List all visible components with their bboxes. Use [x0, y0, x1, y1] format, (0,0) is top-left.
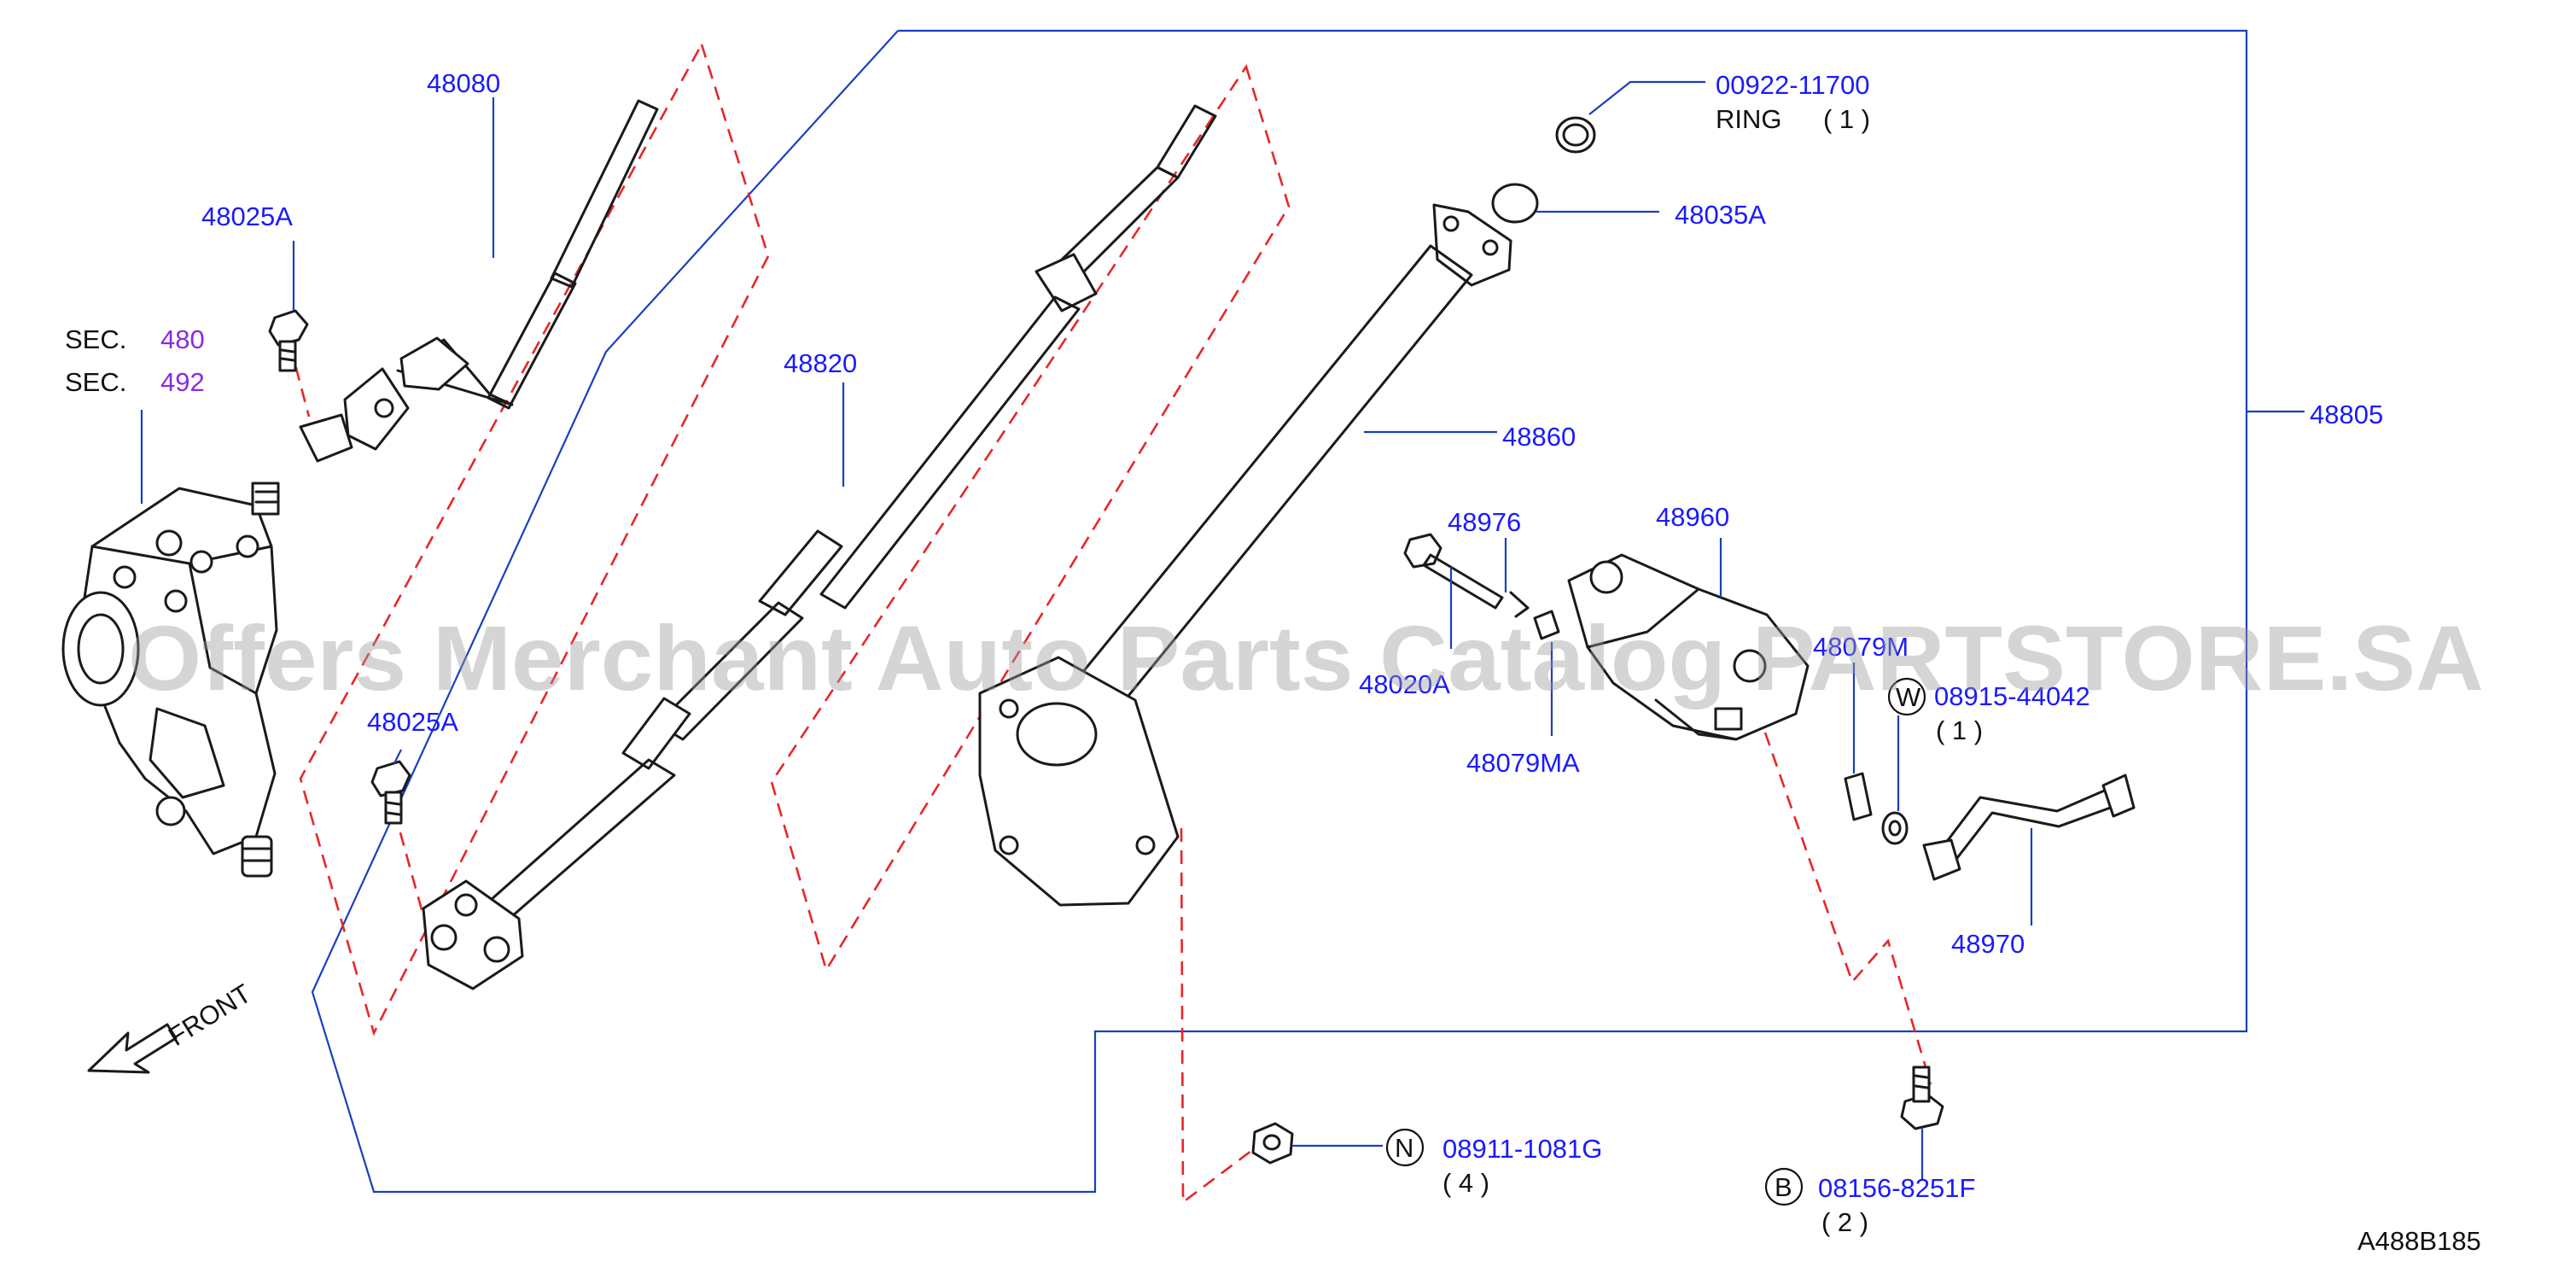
part-label-08911-1081G[interactable]: 08911-1081G — [1442, 1134, 1602, 1164]
assembly-boundary-48805 — [311, 29, 2248, 1194]
dashed-group-intermediate-shaft — [299, 41, 770, 1036]
dashed-line-mount-bolt — [1180, 827, 1273, 1205]
part-label-48020A[interactable]: 48020A — [1359, 669, 1450, 699]
bracket-48970 — [1922, 774, 2136, 881]
nut-08911-1081G — [1251, 1122, 1294, 1165]
part-label-48960[interactable]: 48960 — [1656, 502, 1729, 532]
column-tube-48860 — [978, 203, 1512, 907]
part-label-48976[interactable]: 48976 — [1448, 507, 1521, 537]
section-link-492[interactable]: 492 — [160, 367, 205, 397]
badge-n: N — [1395, 1133, 1413, 1163]
part-label-48025A-lower[interactable]: 48025A — [367, 707, 458, 737]
section-prefix-492: SEC. — [65, 367, 126, 397]
badge-w: W — [1896, 682, 1921, 712]
leader-00922-11700 — [1588, 80, 1705, 115]
dashed-line-lower-bolt — [393, 810, 427, 923]
part-label-00922-11700[interactable]: 00922-11700 — [1716, 70, 1869, 100]
bolt-08156-8251F — [1900, 1066, 1944, 1130]
badge-circle-w — [1887, 677, 1926, 716]
dashed-group-column-shaft — [770, 63, 1291, 973]
front-label: FRONT — [163, 978, 256, 1052]
diagram-code: A488B185 — [2357, 1226, 2481, 1256]
part-label-48970[interactable]: 48970 — [1951, 929, 2025, 959]
part-label-48079M[interactable]: 48079M — [1813, 632, 1909, 662]
part-label-08915-44042[interactable]: 08915-44042 — [1934, 681, 2090, 711]
washer-08915-44042 — [1881, 811, 1909, 845]
front-arrow-icon — [87, 1023, 178, 1074]
intermediate-shaft-48080 — [299, 99, 659, 463]
spacer-48079M — [1844, 772, 1873, 821]
part-label-48860[interactable]: 48860 — [1502, 422, 1576, 452]
part-qty-ring: ( 1 ) — [1823, 104, 1870, 134]
part-qty-08915-44042: ( 1 ) — [1936, 715, 1983, 745]
part-qty-08156-8251F: ( 2 ) — [1821, 1207, 1868, 1237]
bolt-48025A-upper — [268, 309, 309, 372]
steering-lock-48960 — [1567, 553, 1810, 741]
section-link-480[interactable]: 480 — [160, 324, 205, 354]
part-label-48820[interactable]: 48820 — [784, 348, 857, 378]
part-label-48805[interactable]: 48805 — [2310, 400, 2383, 429]
part-name-ring: RING — [1716, 104, 1782, 134]
watermark: Offers Merchant Auto Parts Catalog PARTS… — [128, 606, 2484, 709]
part-label-48080[interactable]: 48080 — [427, 68, 500, 98]
seal-48035A — [1491, 183, 1539, 224]
section-prefix-480: SEC. — [65, 324, 126, 354]
badge-b: B — [1775, 1172, 1792, 1202]
badge-circle-b — [1764, 1167, 1804, 1206]
part-qty-08911-1081G: ( 4 ) — [1442, 1168, 1489, 1198]
steering-gear-box — [61, 482, 280, 878]
part-label-08156-8251F[interactable]: 08156-8251F — [1818, 1173, 1975, 1203]
part-label-48035A[interactable]: 48035A — [1675, 200, 1766, 230]
part-label-48025A-upper[interactable]: 48025A — [201, 201, 293, 231]
clip-48079MA — [1533, 610, 1560, 640]
part-label-48079MA[interactable]: 48079MA — [1466, 748, 1580, 778]
leader-48025A-lower — [393, 749, 402, 764]
bolt-48025A-lower — [370, 760, 411, 825]
bolt-48976 — [1403, 533, 1530, 618]
column-shaft-48820 — [422, 104, 1217, 990]
ring-00922-11700 — [1555, 116, 1596, 154]
badge-circle-n — [1385, 1128, 1425, 1167]
dashed-line-lock-bolt — [1763, 732, 1932, 1085]
